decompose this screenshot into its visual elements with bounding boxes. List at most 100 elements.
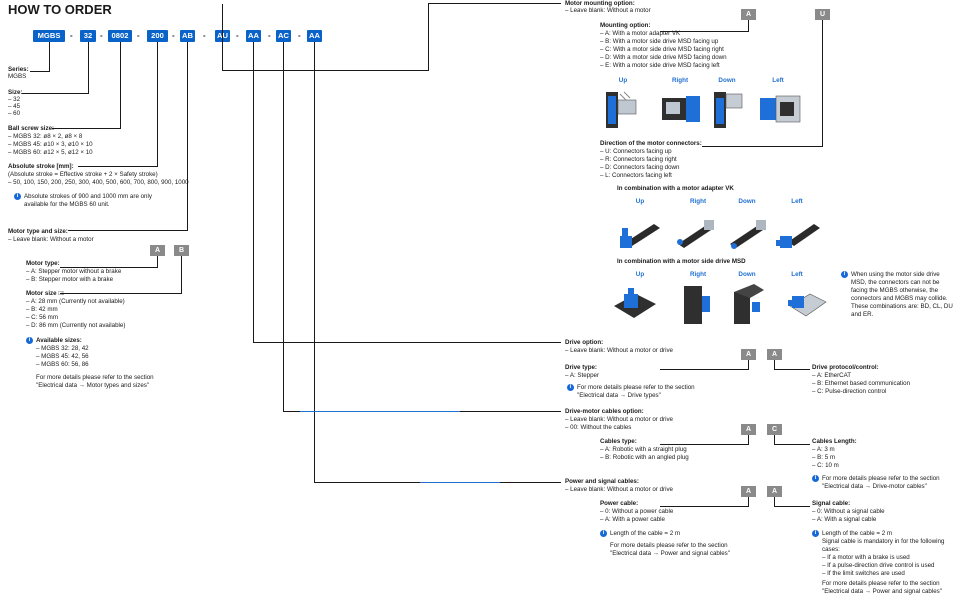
drive-protocol-item: – A: EtherCAT	[812, 372, 852, 379]
info-icon: i	[841, 271, 848, 278]
cables-ref: "Electrical data → Drive-motor cables"	[822, 483, 927, 490]
cables-ref: For more details please refer to the sec…	[822, 475, 940, 482]
code-separator: -	[172, 31, 175, 40]
power-cable-ref: "Electrical data → Power and signal cabl…	[610, 550, 730, 557]
motor-msd-conn-right-image	[684, 286, 710, 324]
connector-line	[157, 42, 158, 167]
code-separator: -	[236, 31, 239, 40]
connector-line	[702, 146, 823, 147]
info-icon: i	[600, 530, 607, 537]
signal-cable-note: Length of the cable = 2 m	[822, 530, 893, 537]
cables-length-heading: Cables Length:	[812, 438, 857, 445]
connector-line	[774, 497, 775, 507]
connector-line	[314, 42, 315, 483]
connector-line	[253, 342, 561, 343]
connector-line	[157, 256, 158, 268]
motor-vk-left-image	[776, 224, 820, 248]
signal-cable-note: cases:	[822, 546, 840, 553]
connector-line	[120, 42, 121, 129]
power-cable-heading: Power cable:	[600, 500, 639, 507]
connectors-item: – R: Connectors facing right	[600, 156, 677, 163]
drive-protocol-item: – C: Pulse-direction control	[812, 388, 887, 395]
code-cables: AC	[276, 30, 291, 42]
drive-protocol-heading: Drive protocol/control:	[812, 364, 879, 371]
motor-size-item: – C: 56 mm	[26, 314, 58, 321]
drive-heading: Drive option:	[565, 339, 604, 346]
accent-underline	[420, 482, 500, 483]
drive-ref: For more details please refer to the sec…	[577, 384, 695, 391]
mounting-box-u: U	[815, 9, 830, 20]
connectors-item: – D: Connectors facing down	[600, 164, 680, 171]
code-separator: -	[298, 31, 301, 40]
power-cable-ref: For more details please refer to the sec…	[610, 542, 728, 549]
mounting-box-a: A	[741, 9, 756, 20]
stroke-note: available for the MGBS 60 unit.	[24, 201, 110, 208]
motor-ref: For more details please refer to the sec…	[36, 374, 154, 381]
connector-line	[22, 93, 89, 94]
direction-label-up: Up	[618, 77, 628, 84]
connector-line	[660, 369, 749, 370]
drive-type-heading: Drive type:	[565, 364, 597, 371]
info-icon: i	[812, 475, 819, 482]
connector-line	[187, 42, 188, 231]
connector-line	[660, 444, 749, 445]
stroke-item: – 50, 100, 150, 200, 250, 300, 400, 500,…	[8, 179, 189, 186]
cables-type-item: – A: Robotic with a straight plug	[600, 446, 687, 453]
connector-line	[748, 435, 749, 445]
motor-msd-down-image	[714, 92, 743, 128]
mounting-option-item: – D: With a motor side drive MSD facing …	[600, 54, 727, 61]
info-icon: i	[14, 193, 21, 200]
code-power: AA	[307, 30, 322, 42]
connector-line	[774, 369, 810, 370]
power-box-a2: A	[767, 486, 782, 497]
motor-msd-conn-up-image	[614, 288, 656, 318]
direction-label-left: Left	[772, 77, 784, 84]
size-item: – 60	[8, 110, 21, 117]
msd-note: connectors and MGBS may collide.	[851, 295, 948, 302]
connector-line	[660, 31, 749, 32]
connector-line	[660, 506, 749, 507]
cables-box-c: C	[767, 424, 782, 435]
cables-heading: Drive-motor cables option:	[565, 408, 644, 415]
connector-line	[222, 42, 223, 71]
power-cable-note: Length of the cable = 2 m	[610, 530, 681, 537]
signal-cable-note: – If a motor with a brake is used	[822, 554, 910, 561]
power-cable-item: – A: With a power cable	[600, 516, 666, 523]
connector-line	[49, 42, 50, 72]
motor-msd-right-image	[662, 96, 700, 122]
motor-size-item: – A: 28 mm (Currently not available)	[26, 298, 125, 305]
series-heading: Series:	[8, 66, 29, 73]
connector-line	[78, 166, 158, 167]
code-drive: AA	[246, 30, 261, 42]
available-sizes-heading: Available sizes:	[36, 337, 82, 344]
ballscrew-item: – MGBS 45: ø10 × 3, ø10 × 10	[8, 141, 93, 148]
connector-line	[222, 70, 429, 71]
msd-heading: In combination with a motor side drive M…	[617, 258, 746, 265]
vk-direction-right: Right	[689, 198, 707, 205]
vk-direction-up: Up	[635, 198, 645, 205]
connector-line	[283, 42, 284, 412]
code-separator: -	[70, 31, 73, 40]
motor-size-item: – B: 42 mm	[26, 306, 58, 313]
motor-type-item: – A: Stepper motor without a brake	[26, 268, 122, 275]
connector-line	[68, 230, 188, 231]
motor-vk-down-image	[730, 220, 766, 249]
motor-msd-conn-left-image	[788, 293, 827, 317]
mounting-option-item: – C: With a motor side drive MSD facing …	[600, 46, 724, 53]
vk-heading: In combination with a motor adapter VK	[617, 185, 734, 192]
size-item: – 45	[8, 103, 21, 110]
motor-heading: Motor type and size:	[8, 228, 68, 235]
power-cable-item: – 0: Without a power cable	[600, 508, 674, 515]
msd-note: When using the motor side drive	[851, 271, 940, 278]
mounting-heading: Motor mounting option:	[565, 0, 635, 7]
cables-length-item: – C: 10 m	[812, 462, 839, 469]
msd-note: MSD, the connectors can not be	[851, 279, 940, 286]
code-series: MGBS	[33, 30, 65, 42]
motor-box-a: A	[150, 245, 165, 256]
cables-box-a: A	[741, 424, 756, 435]
connector-line	[60, 267, 158, 268]
connector-line	[428, 3, 561, 4]
connector-line	[748, 360, 749, 370]
signal-cable-note: – If a pulse-direction drive control is …	[822, 562, 935, 569]
code-separator: -	[203, 31, 206, 40]
